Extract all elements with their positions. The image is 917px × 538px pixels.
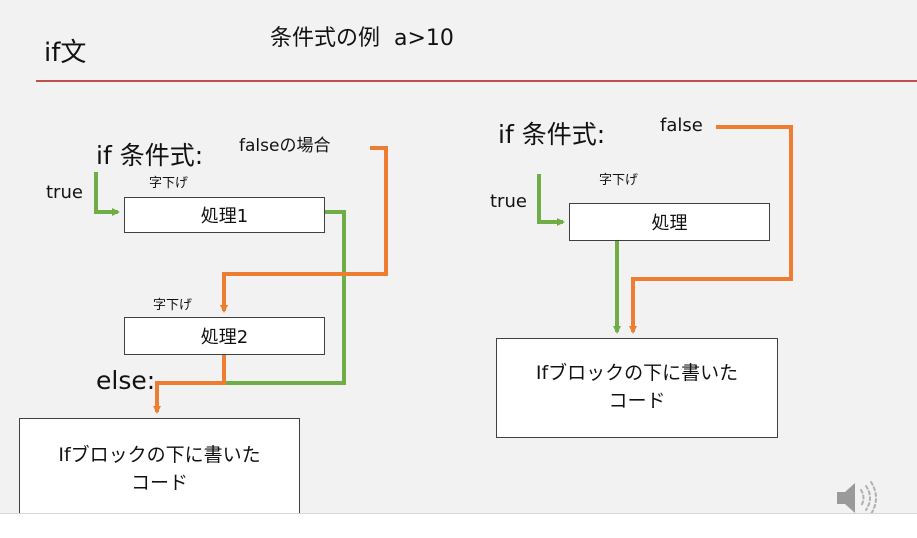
slide: if文 条件式の例 a>10 if 条件式: falseの場合 true 字下げ… xyxy=(0,0,917,521)
right-process-label: 処理 xyxy=(651,213,688,234)
right-true-label: true xyxy=(490,191,527,212)
left-false-label: falseの場合 xyxy=(239,136,331,156)
title-rule xyxy=(36,80,917,82)
condition-example: 条件式の例 a>10 xyxy=(270,26,454,51)
right-after-block: Ifブロックの下に書いた コード xyxy=(496,338,778,438)
right-after-block-label: Ifブロックの下に書いた コード xyxy=(535,362,739,412)
left-after-block-label: Ifブロックの下に書いた コード xyxy=(58,443,261,494)
right-if-label: if 条件式: xyxy=(498,120,606,149)
speaker-icon[interactable] xyxy=(833,478,881,518)
left-indent-label-2: 字下げ xyxy=(153,298,193,313)
bottom-bar xyxy=(0,513,917,538)
left-after-block: Ifブロックの下に書いた コード xyxy=(19,418,300,521)
section-title: if文 xyxy=(44,38,87,68)
right-process-box: 処理 xyxy=(569,203,770,241)
process1-box: 処理1 xyxy=(124,197,325,233)
left-if-label: if 条件式: xyxy=(96,141,204,170)
process2-box: 処理2 xyxy=(124,317,325,355)
right-false-label: false xyxy=(660,115,703,136)
left-true-label: true xyxy=(46,182,83,203)
right-indent-label: 字下げ xyxy=(599,173,639,188)
left-indent-label-1: 字下げ xyxy=(149,176,189,191)
process1-label: 処理1 xyxy=(200,206,249,227)
process2-label: 処理2 xyxy=(200,327,249,348)
else-label: else: xyxy=(96,366,156,395)
